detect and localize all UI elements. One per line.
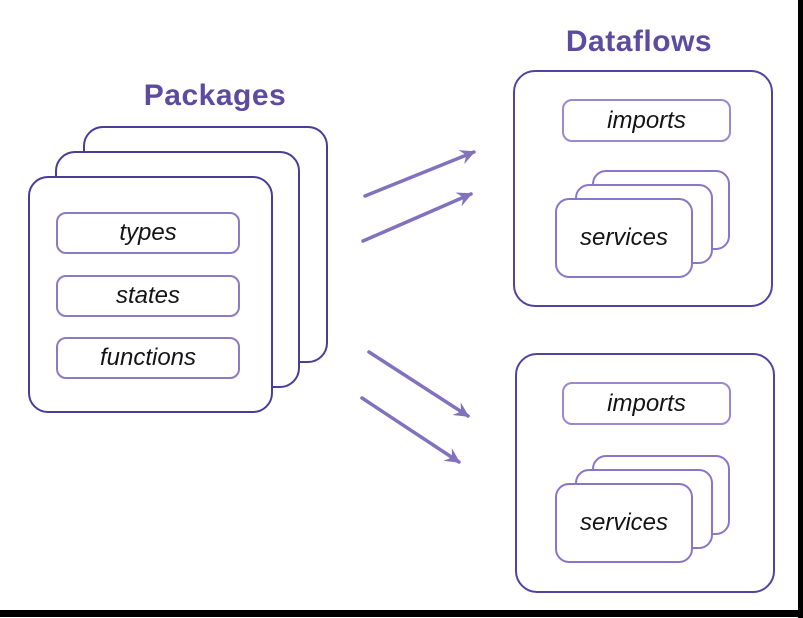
- packages-title: Packages: [143, 79, 287, 112]
- arrow-packages-to-bottom-dataflow-1: [367, 350, 470, 418]
- arrow-packages-to-top-dataflow-2: [361, 192, 473, 243]
- imports-box-top: imports: [562, 99, 731, 142]
- services-card-front-top: services: [555, 198, 693, 278]
- package-item-functions: functions: [56, 337, 240, 379]
- package-item-states: states: [56, 275, 240, 317]
- arrow-packages-to-bottom-dataflow-2: [360, 396, 461, 464]
- package-item-types: types: [56, 212, 240, 254]
- window-edge-bottom: [0, 610, 803, 617]
- window-edge-right: [798, 0, 803, 618]
- arrow-packages-to-top-dataflow-1: [363, 150, 476, 198]
- services-card-front-bottom: services: [555, 483, 693, 563]
- dataflows-title: Dataflows: [565, 25, 713, 58]
- imports-box-bottom: imports: [562, 382, 731, 425]
